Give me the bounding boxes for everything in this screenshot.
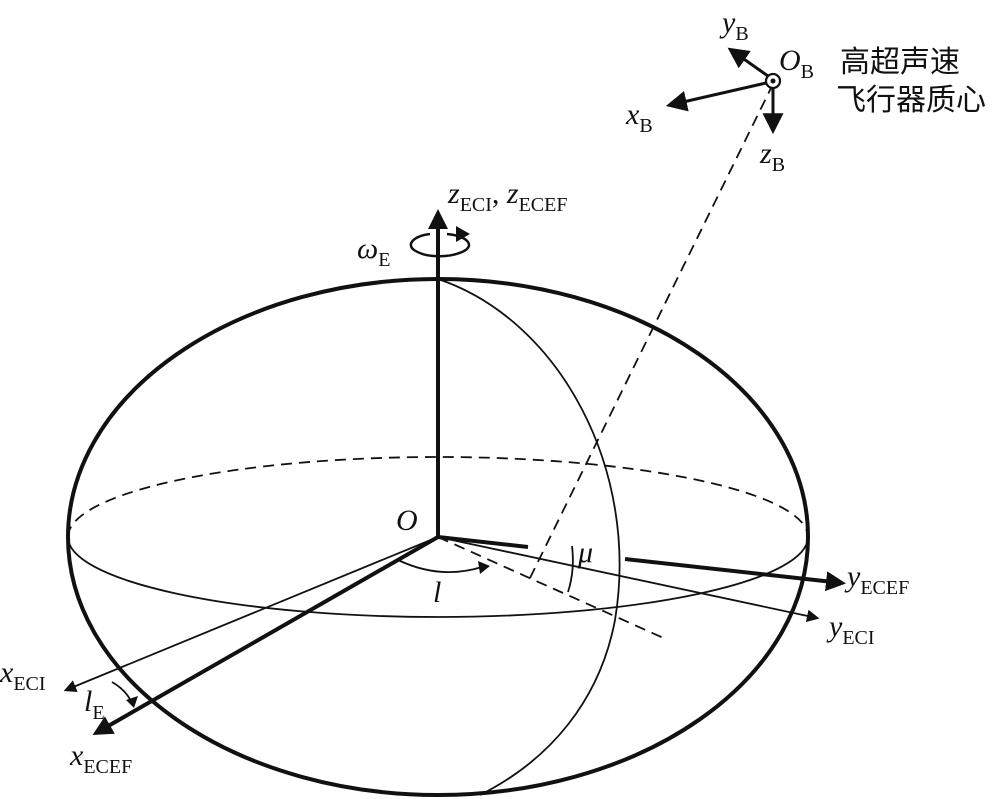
y-b-axis xyxy=(727,47,769,78)
le-arc-head xyxy=(126,696,138,708)
z-b-label: zB xyxy=(759,137,785,176)
latitude-arc xyxy=(567,545,574,593)
origin-label: O xyxy=(396,504,418,537)
le-label: lE xyxy=(84,685,105,724)
x-b-axis xyxy=(665,81,767,112)
y-ecef-axis xyxy=(437,535,529,549)
meridian xyxy=(437,278,621,796)
y-eci-label: yECI xyxy=(826,610,875,649)
x-eci-axis xyxy=(63,536,439,692)
projection-line xyxy=(437,536,669,641)
body-origin-label: OB xyxy=(779,44,814,83)
omega-label: ωE xyxy=(357,232,390,271)
longitude-arc xyxy=(397,559,483,574)
body-origin-dot xyxy=(770,78,776,84)
z-axes-label: zECI, zECEF xyxy=(447,177,568,216)
longitude-arc-head xyxy=(478,561,490,574)
equator-back xyxy=(67,456,809,538)
x-eci-label: xECI xyxy=(0,656,46,695)
sight-line xyxy=(529,83,774,579)
y-ecef-axis-outer xyxy=(624,557,846,592)
y-b-label: yB xyxy=(719,6,749,45)
vehicle-label-line1: 高超声速 xyxy=(840,45,960,80)
latitude-label: μ xyxy=(577,536,593,569)
x-ecef-axis xyxy=(92,535,439,735)
longitude-label: l xyxy=(433,576,441,609)
vehicle-label-line2: 飞行器质心 xyxy=(836,83,986,118)
y-eci-axis xyxy=(437,536,820,623)
y-ecef-label: yECEF xyxy=(844,560,909,599)
x-ecef-label: xECEF xyxy=(69,739,132,778)
rotation-arrowhead xyxy=(456,226,470,242)
x-b-label: xB xyxy=(625,98,653,137)
rotation-arrow xyxy=(409,232,471,258)
